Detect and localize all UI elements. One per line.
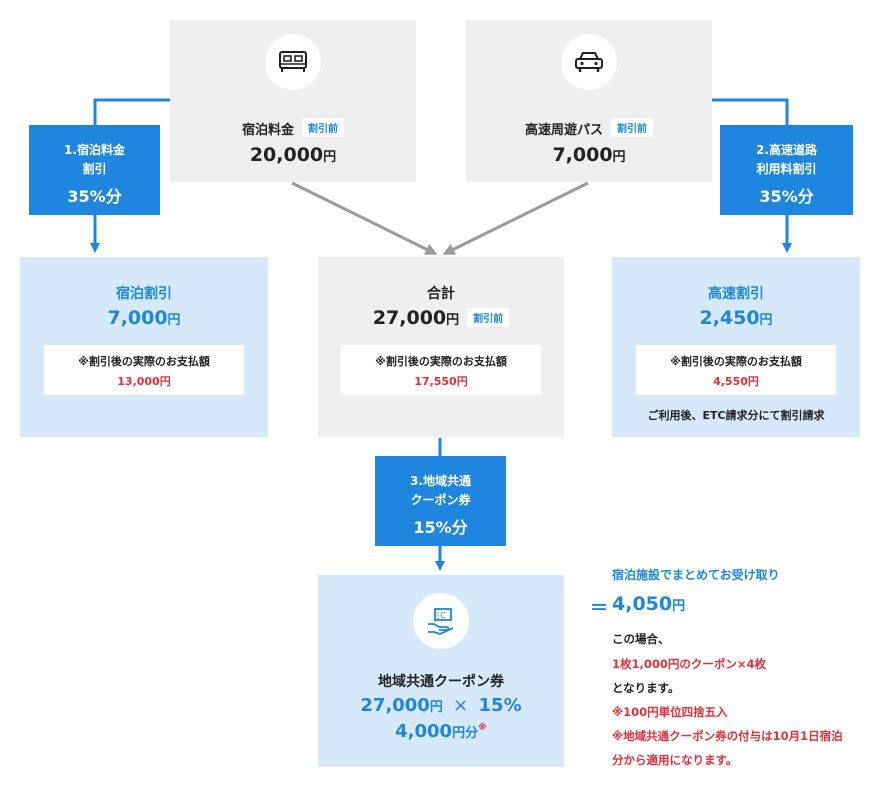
highway-pass-unit: 円: [612, 150, 626, 165]
coupon-footnote-mark: ※: [478, 723, 487, 733]
hotel-fee-unit: 円: [323, 150, 337, 165]
coupon-result-amount: 4,000: [395, 721, 453, 742]
highway-discount-box: 高速割引 2,450円 ※割引後の実際のお支払額 4,550円 ご利用後、ETC…: [612, 257, 860, 437]
total-unit: 円: [446, 313, 460, 328]
highway-pass-label: 高速周遊パス: [524, 123, 603, 138]
step2-percentage: 35%分: [759, 187, 814, 206]
hotel-discount-paid: 13,000円: [117, 375, 171, 388]
step1-percentage: 35%分: [67, 187, 122, 206]
side-line3: となります。: [612, 681, 680, 695]
side-equals-sign: ＝: [590, 598, 608, 619]
hotel-fee-label: 宿泊料金: [241, 123, 294, 138]
step2-line1: 2.高速道路: [756, 143, 817, 157]
hotel-fee-box: 宿泊料金割引前 20,000円: [170, 20, 416, 182]
total-paid: 17,550円: [414, 375, 468, 388]
total-title: 合計: [427, 286, 455, 302]
total-note: ※割引後の実際のお支払額: [375, 355, 507, 368]
highway-to-total-arrow: [442, 181, 589, 255]
hotel-discount-title: 宿泊割引: [116, 286, 172, 302]
side-line1: この場合、: [612, 632, 670, 646]
hotel-discount-box: 宿泊割引 7,000円 ※割引後の実際のお支払額 13,000円: [20, 257, 268, 437]
step1-line1: 1.宿泊料金: [64, 143, 125, 157]
side-line2: 1枚1,000円のクーポン×4枚: [612, 657, 767, 671]
step3-line2: クーポン券: [410, 493, 471, 507]
highway-discount-amount: 2,450: [699, 307, 760, 329]
hotel-discount-note: ※割引後の実際のお支払額: [78, 355, 210, 368]
total-amount: 27,000: [372, 307, 447, 329]
step2-highway-discount-badge: 2.高速道路 利用料割引 35%分: [720, 125, 853, 215]
coupon-formula-percentage: 15%: [478, 695, 522, 716]
hotel-pre-discount-tag: 割引前: [302, 118, 344, 137]
highway-discount-paid: 4,550円: [713, 375, 759, 388]
total-payment-panel: ※割引後の実際のお支払額 17,550円: [341, 345, 541, 395]
step1-line2: 割引: [82, 162, 107, 176]
hotel-discount-amount: 7,000: [107, 307, 168, 329]
highway-discount-note: ※割引後の実際のお支払額: [670, 355, 802, 368]
side-amount-unit: 円: [672, 599, 686, 614]
step3-percentage: 15%分: [413, 518, 468, 537]
total-box: 合計 27,000円割引前 ※割引後の実際のお支払額 17,550円: [318, 257, 564, 437]
total-pre-discount-tag: 割引前: [467, 308, 510, 327]
highway-discount-title: 高速割引: [708, 286, 764, 302]
step1-hotel-discount-badge: 1.宿泊料金 割引 35%分: [29, 125, 160, 215]
side-note2a: ※地域共通クーポン券の付与は10月1日宿泊: [612, 729, 843, 743]
step3-line1: 3.地域共通: [410, 474, 471, 488]
highway-pass-amount: 7,000: [552, 144, 613, 166]
hotel-discount-payment-panel: ※割引後の実際のお支払額 13,000円: [44, 345, 244, 395]
side-note2b: 分から適用になります。: [612, 753, 738, 767]
coupon-formula-unit: 円: [429, 700, 443, 715]
side-amount: 4,050: [612, 593, 673, 615]
side-note1: ※100円単位四捨五入: [612, 705, 728, 719]
highway-discount-footer: ご利用後、ETC請求分にて割引請求: [647, 409, 825, 422]
coupon-formula-amount: 27,000: [360, 695, 430, 716]
highway-discount-payment-panel: ※割引後の実際のお支払額 4,550円: [636, 345, 836, 395]
side-heading: 宿泊施設でまとめてお受け取り: [612, 568, 780, 582]
hotel-to-total-arrow: [291, 181, 438, 255]
hotel-fee-amount: 20,000: [249, 144, 324, 166]
step3-coupon-badge: 3.地域共通 クーポン券 15%分: [375, 456, 506, 546]
bed-icon: [265, 34, 321, 90]
highway-pre-discount-tag: 割引前: [611, 118, 653, 137]
coupon-formula-operator: ×: [453, 695, 469, 716]
svg-text:C: C: [440, 611, 446, 620]
hotel-discount-unit: 円: [167, 313, 181, 328]
highway-pass-box: 高速周遊パス割引前 7,000円: [466, 20, 712, 182]
coupon-hand-icon: C: [413, 593, 469, 649]
coupon-result-unit: 円分: [452, 726, 479, 741]
coupon-title: 地域共通クーポン券: [378, 674, 504, 690]
coupon-box: C 地域共通クーポン券 27,000円 × 15% 4,000円分※: [318, 575, 564, 767]
highway-discount-unit: 円: [759, 313, 773, 328]
step2-line2: 利用料割引: [756, 162, 817, 176]
car-icon: [561, 34, 617, 90]
